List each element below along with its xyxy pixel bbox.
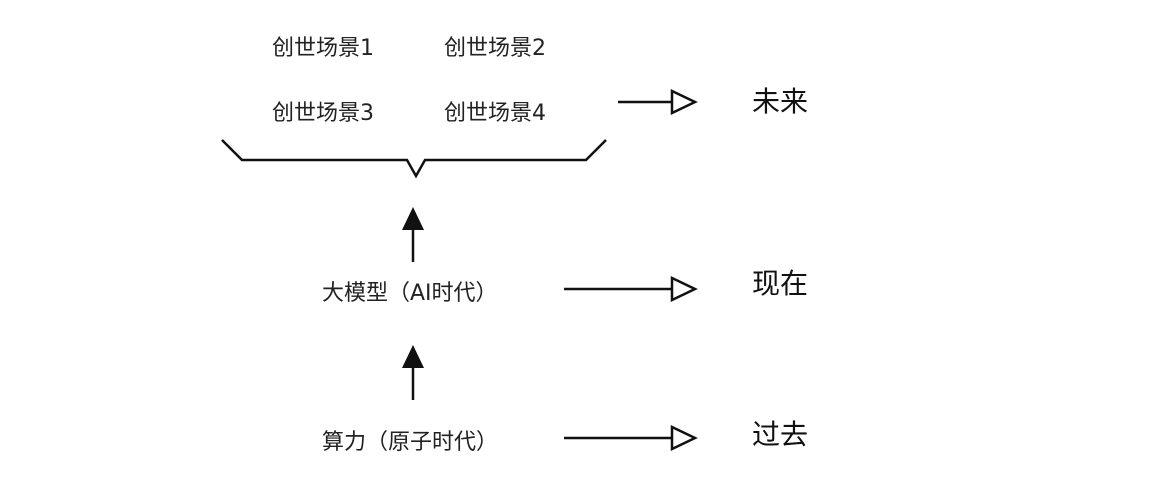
scene-2-label: 创世场景2 — [444, 36, 546, 61]
right-arrow-future-head — [670, 89, 698, 115]
up-arrow-past-to-present-head — [402, 345, 424, 368]
scene-3-label: 创世场景3 — [272, 101, 374, 126]
scene-4-label: 创世场景4 — [444, 101, 546, 126]
scene-1-label: 创世场景1 — [272, 36, 374, 61]
up-arrow-present-to-future-head — [402, 207, 424, 230]
right-arrow-past-head — [670, 425, 698, 451]
past-label: 算力（原子时代） — [322, 430, 499, 455]
right-arrow-present-head — [670, 276, 698, 302]
scenes-brace — [221, 139, 607, 179]
era-future-label: 未来 — [752, 85, 809, 118]
era-past-label: 过去 — [752, 418, 809, 451]
era-present-label: 现在 — [752, 267, 809, 300]
present-label: 大模型（AI时代） — [322, 281, 498, 306]
